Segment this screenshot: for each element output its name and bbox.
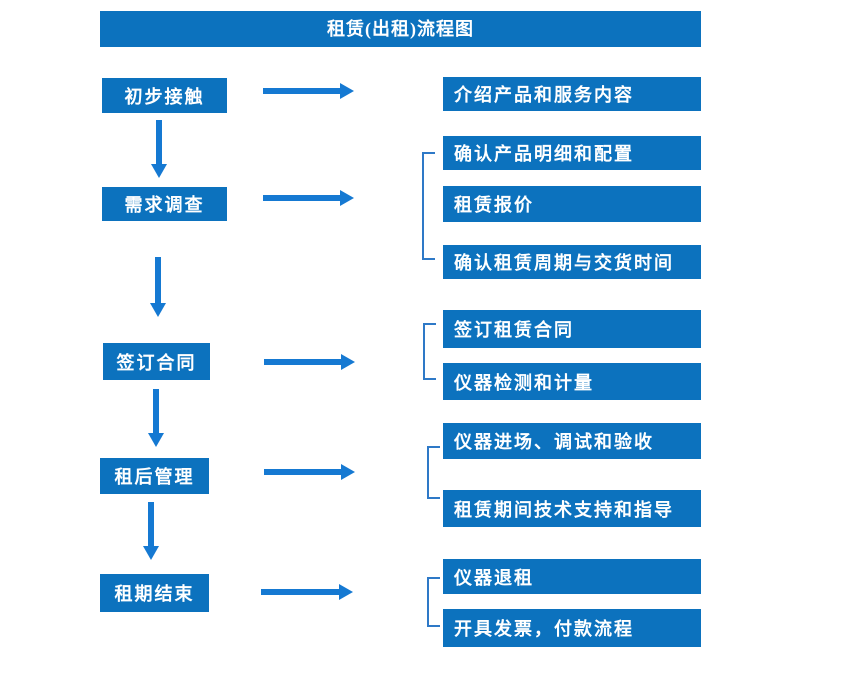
- detail-box-rental-quote: 租赁报价: [443, 186, 701, 222]
- detail-box-confirm-rental-period: 确认租赁周期与交货时间: [443, 245, 701, 279]
- detail-box-invoice-payment: 开具发票，付款流程: [443, 609, 701, 647]
- detail-box-introduce-products: 介绍产品和服务内容: [443, 77, 701, 111]
- step-box-demand-survey: 需求调查: [102, 187, 227, 221]
- group-bracket-demand-survey: [422, 152, 435, 260]
- step-box-post-rental-management: 租后管理: [100, 458, 209, 494]
- step-box-initial-contact: 初步接触: [102, 78, 227, 113]
- detail-box-sign-rental-contract: 签订租赁合同: [443, 310, 701, 348]
- arrow-right-icon-3: [264, 354, 355, 370]
- detail-box-instrument-testing: 仪器检测和计量: [443, 363, 701, 400]
- arrow-right-icon-4: [264, 464, 355, 480]
- detail-box-confirm-product-details: 确认产品明细和配置: [443, 136, 701, 170]
- detail-box-instrument-return: 仪器退租: [443, 559, 701, 594]
- group-bracket-sign-contract: [423, 323, 436, 380]
- detail-box-technical-support: 租赁期间技术支持和指导: [443, 490, 701, 527]
- arrow-down-icon-3: [148, 389, 164, 447]
- detail-box-instrument-entry: 仪器进场、调试和验收: [443, 423, 701, 459]
- group-bracket-rental-end: [427, 577, 440, 627]
- arrow-down-icon-2: [150, 257, 166, 317]
- arrow-right-icon-5: [261, 584, 353, 600]
- arrow-down-icon-4: [143, 502, 159, 560]
- step-box-sign-contract: 签订合同: [103, 343, 210, 380]
- arrow-down-icon-1: [151, 120, 167, 178]
- group-bracket-post-rental: [427, 446, 440, 499]
- arrow-right-icon-2: [263, 190, 354, 206]
- flowchart-title: 租赁(出租)流程图: [100, 11, 701, 47]
- arrow-right-icon-1: [263, 83, 354, 99]
- step-box-rental-end: 租期结束: [100, 574, 209, 612]
